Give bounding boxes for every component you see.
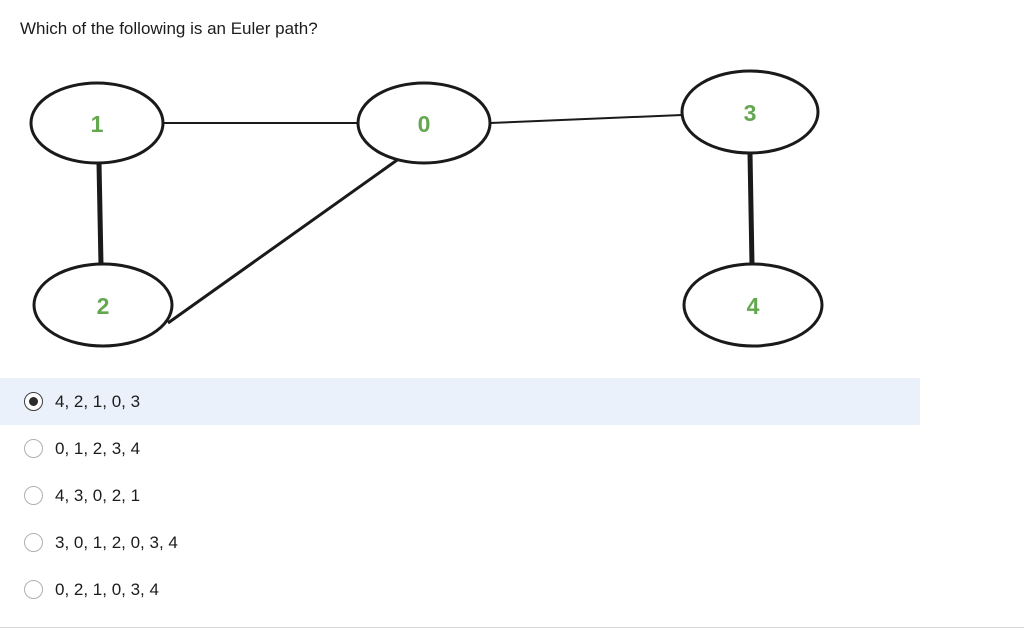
radio-button-4[interactable]: [24, 580, 43, 599]
node-0-label: 0: [418, 111, 431, 137]
edge-2-0: [167, 156, 401, 325]
node-3-shape: [680, 69, 820, 155]
answer-option-label-4: 0, 2, 1, 0, 3, 4: [55, 579, 159, 599]
graph-edges: [96, 114, 755, 325]
answer-option-0[interactable]: 4, 2, 1, 0, 3: [0, 378, 920, 425]
node-1-label: 1: [91, 111, 104, 137]
radio-button-0[interactable]: [24, 392, 43, 411]
radio-button-1[interactable]: [24, 439, 43, 458]
answer-option-1[interactable]: 0, 1, 2, 3, 4: [0, 425, 920, 472]
graph-diagram: 1 0 3 2 4: [0, 55, 1024, 365]
edge-1-2: [96, 162, 104, 266]
node-4-label: 4: [747, 293, 760, 319]
node-3-label: 3: [744, 100, 757, 126]
radio-button-2[interactable]: [24, 486, 43, 505]
question-prompt: Which of the following is an Euler path?: [20, 19, 318, 38]
bottom-divider: [0, 627, 1024, 628]
node-2-shape: [32, 262, 174, 348]
radio-button-3[interactable]: [24, 533, 43, 552]
node-4-shape: [682, 262, 824, 348]
node-0-shape: [356, 81, 492, 165]
node-1-shape: [29, 81, 165, 165]
answer-option-label-0: 4, 2, 1, 0, 3: [55, 391, 141, 411]
answer-option-3[interactable]: 3, 0, 1, 2, 0, 3, 4: [0, 519, 920, 566]
answer-option-label-1: 0, 1, 2, 3, 4: [55, 438, 141, 458]
graph-nodes: 1 0 3 2 4: [29, 69, 824, 348]
answer-option-label-2: 4, 3, 0, 2, 1: [55, 485, 141, 505]
edge-3-4: [747, 152, 755, 266]
answer-options: 4, 2, 1, 0, 3 0, 1, 2, 3, 4 4, 3, 0, 2, …: [0, 378, 920, 613]
answer-option-4[interactable]: 0, 2, 1, 0, 3, 4: [0, 566, 920, 613]
edge-0-3: [489, 114, 683, 124]
answer-option-2[interactable]: 4, 3, 0, 2, 1: [0, 472, 920, 519]
node-2-label: 2: [97, 293, 110, 319]
answer-option-label-3: 3, 0, 1, 2, 0, 3, 4: [55, 532, 178, 552]
